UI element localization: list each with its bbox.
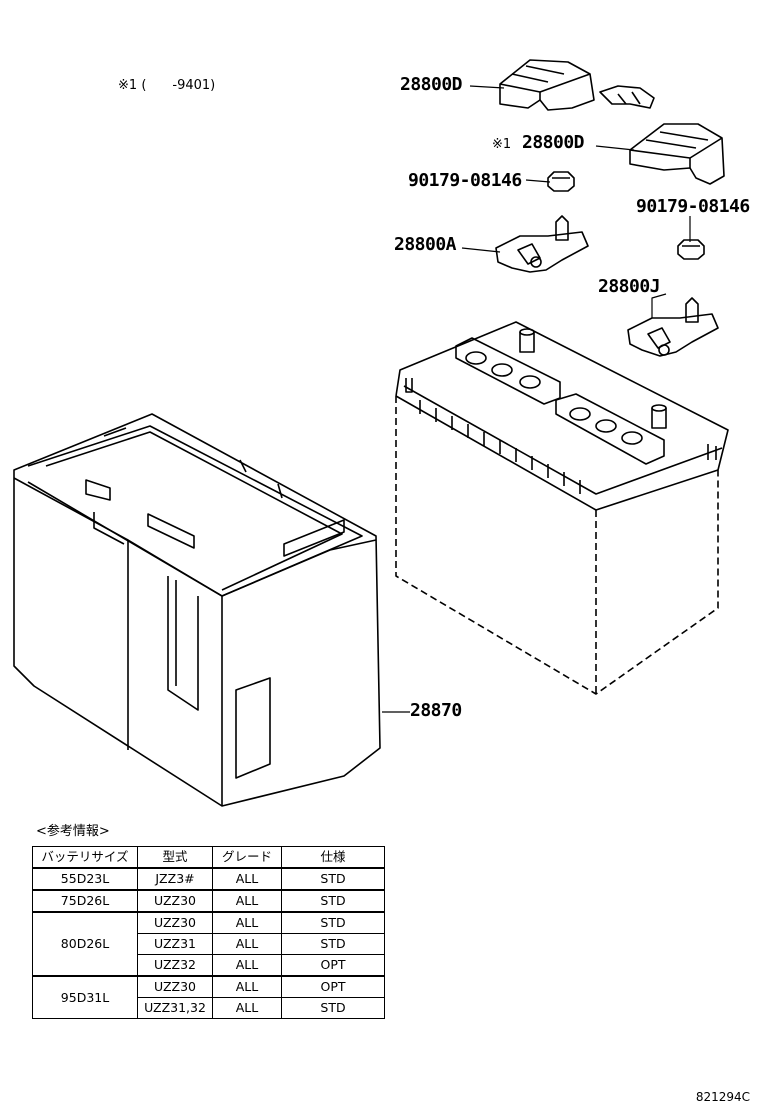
table-row: 80D26L UZZ30 ALL STD [32, 911, 385, 977]
cell-grade: ALL [212, 997, 282, 1019]
table-row: UZZ32 ALL OPT [33, 954, 385, 977]
terminal-cover-second [629, 123, 725, 185]
cell-model: UZZ32 [137, 954, 213, 977]
note-mark: ※1 [118, 78, 138, 93]
cell-grade: ALL [212, 933, 282, 955]
label-battery-tray[interactable]: 28870 [410, 700, 462, 721]
table-row: UZZ31,32 ALL STD [33, 997, 385, 1019]
cell-grade: ALL [212, 867, 282, 891]
label-nut-right[interactable]: 90179-08146 [636, 196, 750, 217]
cell-spec: STD [281, 889, 385, 913]
label-terminal-cover-top[interactable]: 28800D [400, 74, 463, 95]
cell-grade: ALL [212, 954, 282, 977]
cell-spec: OPT [281, 954, 385, 977]
cell-spec: OPT [281, 975, 385, 998]
cell-spec: STD [281, 997, 385, 1019]
terminal-clamp-j [627, 297, 719, 357]
cell-spec: STD [281, 911, 385, 934]
terminal-clamp-a [495, 215, 589, 273]
nut-left [547, 171, 575, 192]
header-battery-size: バッテリサイズ [32, 846, 138, 869]
leader-lines [382, 85, 691, 713]
battery [395, 321, 729, 695]
table-header-row: バッテリサイズ 型式 グレード 仕様 [32, 846, 385, 869]
cell-size: 80D26L [32, 911, 138, 977]
terminal-cover-top [499, 59, 655, 111]
cell-model: JZZ3# [137, 867, 213, 891]
header-spec: 仕様 [281, 846, 385, 869]
reference-title: <参考情報> [36, 824, 110, 839]
cell-spec: STD [281, 933, 385, 955]
cell-size: 55D23L [32, 867, 138, 891]
cell-size: 75D26L [32, 889, 138, 913]
battery-tray [13, 413, 381, 807]
battery-spec-table: バッテリサイズ 型式 グレード 仕様 55D23L JZZ3# ALL STD … [32, 846, 385, 1019]
nut-right [677, 239, 705, 260]
cell-model: UZZ31 [137, 933, 213, 955]
header-grade: グレード [212, 846, 282, 869]
note-text: ( -9401) [141, 78, 216, 93]
cell-model: UZZ30 [137, 911, 213, 934]
cell-model: UZZ31,32 [137, 997, 213, 1019]
cell-spec: STD [281, 867, 385, 891]
cell-model: UZZ30 [137, 975, 213, 998]
version-note: ※1 ( -9401) [118, 79, 215, 92]
cell-model: UZZ30 [137, 889, 213, 913]
label-terminal-clamp-j[interactable]: 28800J [598, 276, 661, 297]
drawing-code: 821294C [695, 1090, 750, 1104]
cell-grade: ALL [212, 975, 282, 998]
cell-grade: ALL [212, 889, 282, 913]
label-nut-left[interactable]: 90179-08146 [408, 170, 522, 191]
table-row: UZZ31 ALL STD [33, 933, 385, 955]
table-row: 95D31L UZZ30 ALL OPT [32, 975, 385, 1019]
header-model: 型式 [137, 846, 213, 869]
cover-second-mark: ※1 [492, 137, 512, 152]
label-terminal-cover-second[interactable]: 28800D [522, 132, 585, 153]
label-terminal-clamp-a[interactable]: 28800A [394, 234, 457, 255]
cell-size: 95D31L [32, 975, 138, 1019]
cell-grade: ALL [212, 911, 282, 934]
table-row: 55D23L JZZ3# ALL STD [32, 867, 385, 891]
table-row: 75D26L UZZ30 ALL STD [32, 889, 385, 913]
